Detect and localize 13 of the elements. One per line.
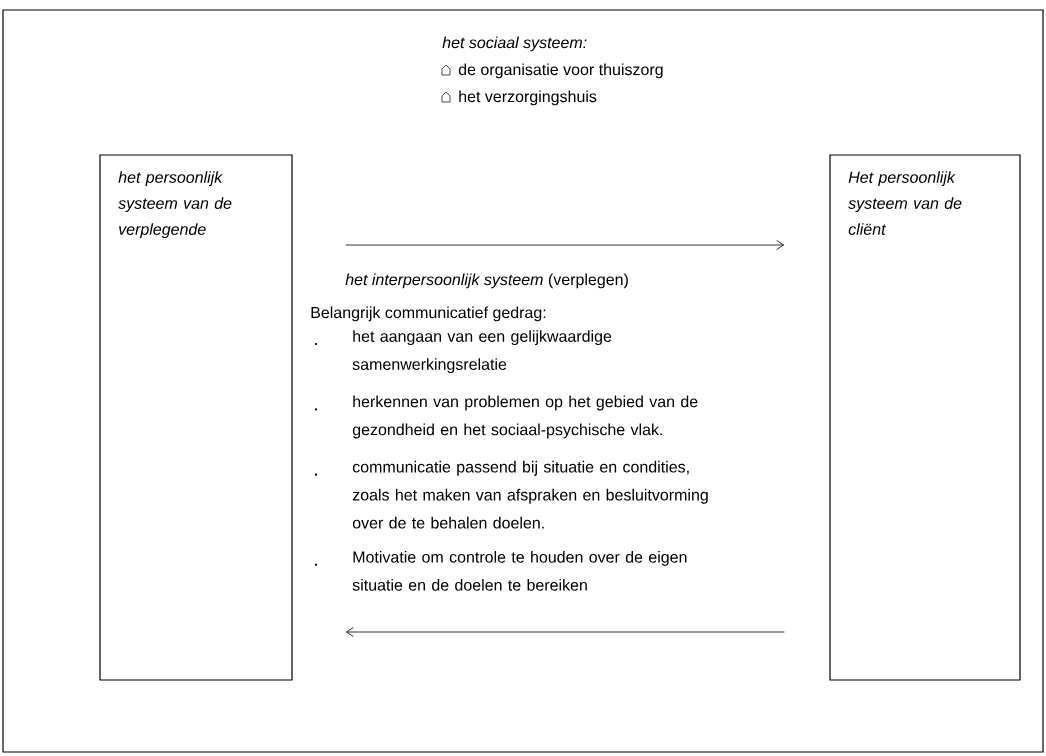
frame-heading: het sociaal systeem:: [442, 36, 587, 52]
list-item: het aangaan van een gelijkwaardige samenwerkingsrelatie: [352, 330, 612, 374]
system-box: Het persoonlijk systeem van de cliënt: [829, 154, 1021, 681]
system-caption: het interpersoonlijk systeem (verplegen): [345, 273, 628, 289]
arrow: [345, 627, 785, 637]
arrow: [345, 240, 785, 250]
list-item: Motivatie om controle te houden over de eigen situatie en de doelen te bereiken: [352, 551, 687, 591]
list-item: de organisatie voor thuiszorg: [458, 63, 663, 79]
list-item: het verzorgingshuis: [459, 90, 597, 106]
system-box: het persoonlijk systeem van de verplegende: [99, 154, 293, 681]
list-heading: Belangrijk communicatief gedrag:: [311, 306, 546, 322]
list-item: communicatie passend bij situatie en condities, zoals het maken van afspraken en besluitvorming over de te behalen doelen.: [352, 460, 708, 529]
list-item: herkennen van problemen op het gebied van de gezondheid en het sociaal-psychische vlak.: [352, 395, 698, 439]
